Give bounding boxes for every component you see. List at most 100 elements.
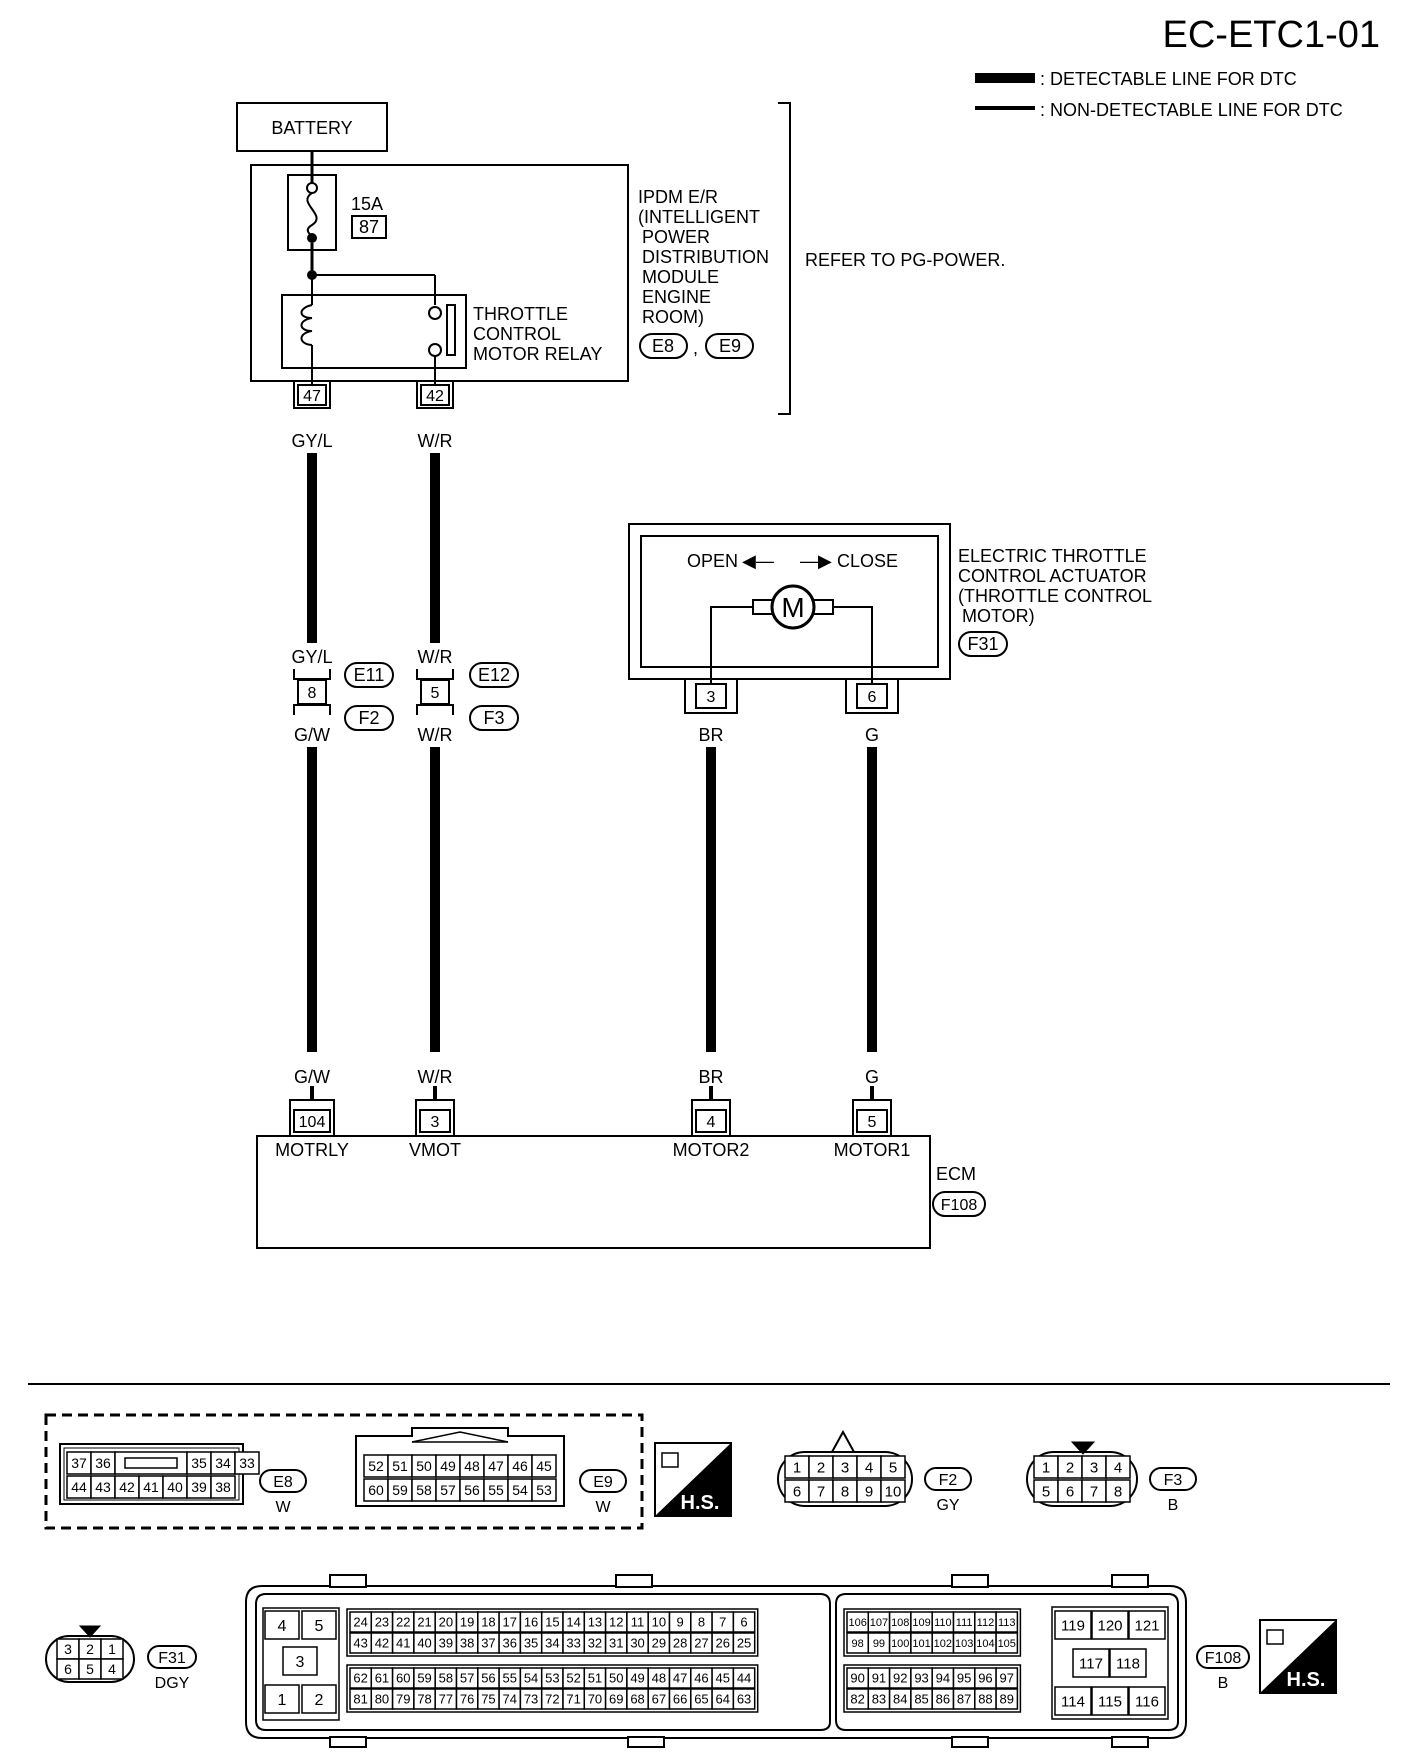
f108-pin: 4 (278, 1618, 287, 1635)
e9-pin: 50 (416, 1458, 432, 1474)
f108-pin: 118 (1116, 1655, 1140, 1672)
f108-pin: 115 (1098, 1693, 1122, 1710)
f108-pin: 50 (609, 1671, 623, 1686)
f108-pin: 104 (976, 1638, 994, 1650)
f108-pin: 111 (956, 1617, 973, 1629)
joint-right-lower-badge (469, 705, 519, 731)
f108-pin: 112 (977, 1617, 995, 1629)
f31-pin-cell (100, 1658, 124, 1680)
ecm-connector: F108 (941, 1197, 978, 1214)
f108-pin: 110 (934, 1617, 952, 1629)
f108-pin: 31 (609, 1636, 623, 1651)
f108-pin: 38 (460, 1636, 474, 1651)
ipdm-terminal-42: 42 (416, 381, 454, 409)
wire-color-g: G (865, 725, 879, 745)
svg-text:5: 5 (431, 685, 440, 702)
f108-pin: 25 (737, 1636, 751, 1651)
joint-right-upper: E12 (478, 665, 510, 685)
ecm-terminal-name-motrly: MOTRLY (275, 1140, 349, 1160)
e8-pin: 41 (143, 1479, 159, 1495)
f108-pin: 73 (524, 1692, 538, 1707)
f108-pin: 74 (503, 1692, 517, 1707)
f108-pin-cell (1128, 1610, 1166, 1640)
f108-pin: 113 (998, 1617, 1016, 1629)
motor-symbol: M (781, 592, 804, 623)
svg-text:IPDM E/R: IPDM E/R (638, 187, 718, 207)
f108-pin: 57 (460, 1671, 474, 1686)
f108-pin: 119 (1061, 1617, 1085, 1634)
e8-pin: 36 (95, 1455, 111, 1471)
fuse-rating: 15A (351, 194, 383, 214)
f108-pin: 18 (481, 1615, 495, 1630)
f108-pin-cell (732, 1632, 756, 1654)
f108-pin: 102 (934, 1638, 952, 1650)
harness-side-icon-ecm: H.S. (1259, 1619, 1337, 1694)
e8-pin: 43 (95, 1479, 111, 1495)
f3-pin: 8 (1114, 1483, 1122, 1500)
joint-right-upper-badge (469, 662, 519, 688)
e8-pin: 39 (191, 1479, 207, 1495)
f108-pin: 89 (1000, 1692, 1014, 1707)
f2-pin-cell (880, 1455, 906, 1479)
f108-pin: 92 (893, 1671, 907, 1686)
f108-pin: 71 (566, 1692, 580, 1707)
connector-f2-color: GY (936, 1497, 959, 1514)
f108-pin: 40 (417, 1636, 431, 1651)
svg-text:MOTOR): MOTOR) (962, 606, 1035, 626)
e8-pin: 37 (71, 1455, 87, 1471)
wire-g (867, 747, 877, 1052)
close-arrow-icon: —▶ (800, 551, 832, 571)
e8-pin-cell (234, 1451, 260, 1475)
f108-pin: 34 (545, 1636, 559, 1651)
f108-pin: 64 (716, 1692, 730, 1707)
f3-pin: 6 (1066, 1483, 1074, 1500)
f108-pin: 59 (417, 1671, 431, 1686)
f108-pin: 6 (740, 1615, 747, 1630)
f2-pin: 3 (841, 1459, 849, 1476)
f3-pin: 4 (1114, 1459, 1122, 1476)
f2-pin: 7 (817, 1483, 825, 1500)
f108-pin: 42 (375, 1636, 389, 1651)
wire-br (706, 747, 716, 1052)
f108-pin: 95 (957, 1671, 971, 1686)
connector-f3-color: B (1168, 1497, 1179, 1514)
f108-pin: 117 (1079, 1655, 1103, 1672)
f108-pin: 70 (588, 1692, 602, 1707)
f3-pin: 3 (1090, 1459, 1098, 1476)
f108-pin: 101 (912, 1638, 930, 1650)
f3-pin: 5 (1042, 1483, 1050, 1500)
f108-pin: 26 (716, 1636, 730, 1651)
f31-pin: 3 (64, 1641, 72, 1657)
svg-text:CONTROL ACTUATOR: CONTROL ACTUATOR (958, 566, 1147, 586)
connector-f108-color: B (1218, 1675, 1229, 1692)
e8-pin: 42 (119, 1479, 135, 1495)
f108-pin: 106 (848, 1617, 866, 1629)
f108-pin: 58 (439, 1671, 453, 1686)
f3-pin-cell (1105, 1479, 1131, 1503)
f108-pin-cell (264, 1684, 300, 1714)
f3-pin: 2 (1066, 1459, 1074, 1476)
f108-pin: 82 (850, 1692, 864, 1707)
e9-pin: 59 (392, 1482, 408, 1498)
ipdm-box (250, 164, 629, 382)
legend-non-detectable: : NON-DETECTABLE LINE FOR DTC (1040, 100, 1343, 120)
relay-label: THROTTLE CONTROL MOTOR RELAY (473, 304, 602, 364)
ipdm-connector-e8-badge (639, 333, 688, 359)
svg-text:MOTOR RELAY: MOTOR RELAY (473, 344, 602, 364)
ipdm-connector-e9-badge (705, 333, 754, 359)
connector-e8-color: W (275, 1499, 291, 1516)
ipdm-connector-e9: E9 (719, 336, 741, 356)
svg-text:42: 42 (426, 388, 444, 405)
f108-pin: 81 (353, 1692, 367, 1707)
f108-pin-cell (732, 1688, 756, 1710)
e9-pin: 46 (512, 1458, 528, 1474)
svg-text:CONTROL: CONTROL (473, 324, 561, 344)
f108-pin: 29 (652, 1636, 666, 1651)
f108-pin: 45 (716, 1671, 730, 1686)
f2-pin: 10 (885, 1483, 902, 1500)
f108-pin: 96 (978, 1671, 992, 1686)
f3-pin: 1 (1042, 1459, 1050, 1476)
